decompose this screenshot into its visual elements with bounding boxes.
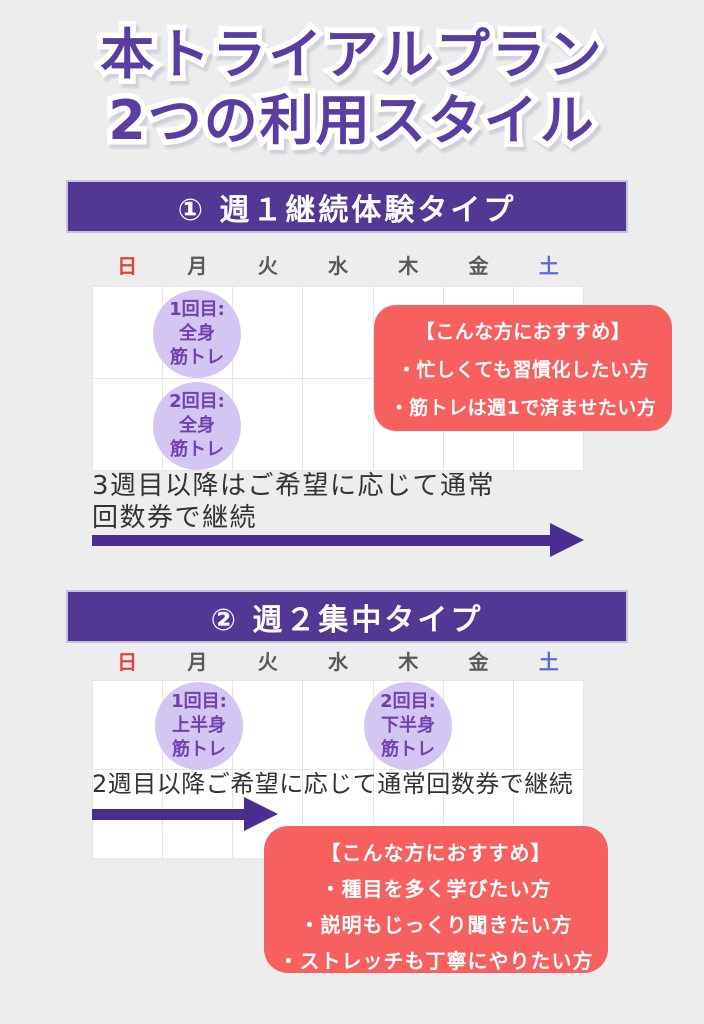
day-label-friday: 金 xyxy=(468,254,489,278)
section1-note-line1: 3週目以降はご希望に応じて通常 xyxy=(92,471,496,501)
arrow-shaft xyxy=(92,535,552,546)
event-circle-week2-session2: 2回目: 全身 筋トレ xyxy=(153,382,241,470)
event-line: 筋トレ xyxy=(170,347,224,368)
event-line: 上半身 xyxy=(172,715,226,736)
day-label-monday: 月 xyxy=(187,650,208,674)
event-line: 筋トレ xyxy=(170,439,224,460)
day-label-sunday: 日 xyxy=(117,254,138,278)
day-label-sunday: 日 xyxy=(117,650,138,674)
event-line: 2回目: xyxy=(380,691,436,712)
arrow-head xyxy=(244,797,278,831)
calendar-cell xyxy=(303,379,374,471)
recommend-title: 【こんな方におすすめ】 xyxy=(415,321,631,343)
recommend-item: ・ストレッチも丁寧にやりたい方 xyxy=(278,949,594,973)
calendar-cell xyxy=(233,379,304,471)
calendar-cell xyxy=(93,681,164,770)
calendar-cell xyxy=(303,681,374,770)
event-line: 下半身 xyxy=(381,715,435,736)
day-label-tuesday: 火 xyxy=(257,650,278,674)
day-label-thursday: 木 xyxy=(398,254,419,278)
section2-day-header: 日 月 火 水 木 金 土 xyxy=(92,646,584,678)
section1-continue-arrow xyxy=(92,523,584,558)
day-label-wednesday: 水 xyxy=(327,650,348,674)
section1-day-header: 日 月 火 水 木 金 土 xyxy=(92,250,584,284)
event-circle-session2-lower-body: 2回目: 下半身 筋トレ xyxy=(364,682,452,770)
section1-note-line2: 回数券で継続 xyxy=(92,503,258,533)
section2-note: 2週目以降ご希望に応じて通常回数券で継続 xyxy=(92,770,574,798)
day-label-wednesday: 水 xyxy=(327,254,348,278)
calendar-cell xyxy=(233,681,304,770)
page-title: 本トライアルプラン 2つの利用スタイル xyxy=(0,18,704,158)
event-circle-session1-upper-body: 1回目: 上半身 筋トレ xyxy=(155,682,243,770)
recommend-item: ・筋トレは週1で済ませたい方 xyxy=(389,397,657,419)
section2-recommend-box: 【こんな方におすすめ】 ・種目を多く学びたい方 ・説明もじっくり聞きたい方 ・ス… xyxy=(264,826,608,973)
arrow-shaft xyxy=(92,809,247,820)
day-label-saturday: 土 xyxy=(538,650,559,674)
recommend-item: ・忙しくても習慣化したい方 xyxy=(397,359,649,381)
calendar-cell xyxy=(93,287,164,379)
section1-recommend-box: 【こんな方におすすめ】 ・忙しくても習慣化したい方 ・筋トレは週1で済ませたい方 xyxy=(374,305,672,431)
day-label-saturday: 土 xyxy=(538,254,559,278)
day-label-thursday: 木 xyxy=(398,650,419,674)
page-title-line2: 2つの利用スタイル xyxy=(103,84,600,158)
event-line: 1回目: xyxy=(169,299,225,320)
arrow-head xyxy=(550,523,584,557)
section2-continue-arrow xyxy=(92,797,282,832)
event-line: 筋トレ xyxy=(172,739,226,760)
section1-banner: ① 週１継続体験タイプ xyxy=(66,180,628,233)
event-line: 全身 xyxy=(179,415,215,436)
page-title-line1: 本トライアルプラン xyxy=(95,18,607,92)
day-label-friday: 金 xyxy=(468,650,489,674)
calendar-cell xyxy=(303,287,374,379)
event-line: 2回目: xyxy=(169,391,225,412)
calendar-cell xyxy=(513,681,584,770)
event-circle-week1-session1: 1回目: 全身 筋トレ xyxy=(153,290,241,378)
event-line: 筋トレ xyxy=(381,739,435,760)
calendar-cell xyxy=(443,681,514,770)
calendar-cell xyxy=(233,287,304,379)
day-label-tuesday: 火 xyxy=(257,254,278,278)
section1-note: 3週目以降はご希望に応じて通常 回数券で継続 xyxy=(92,470,495,534)
event-line: 1回目: xyxy=(171,691,227,712)
section2-banner: ② 週２集中タイプ xyxy=(66,590,628,643)
recommend-item: ・種目を多く学びたい方 xyxy=(320,877,552,901)
recommend-item: ・説明もじっくり聞きたい方 xyxy=(299,913,573,937)
recommend-title: 【こんな方におすすめ】 xyxy=(320,841,552,865)
day-label-monday: 月 xyxy=(187,254,208,278)
event-line: 全身 xyxy=(179,323,215,344)
